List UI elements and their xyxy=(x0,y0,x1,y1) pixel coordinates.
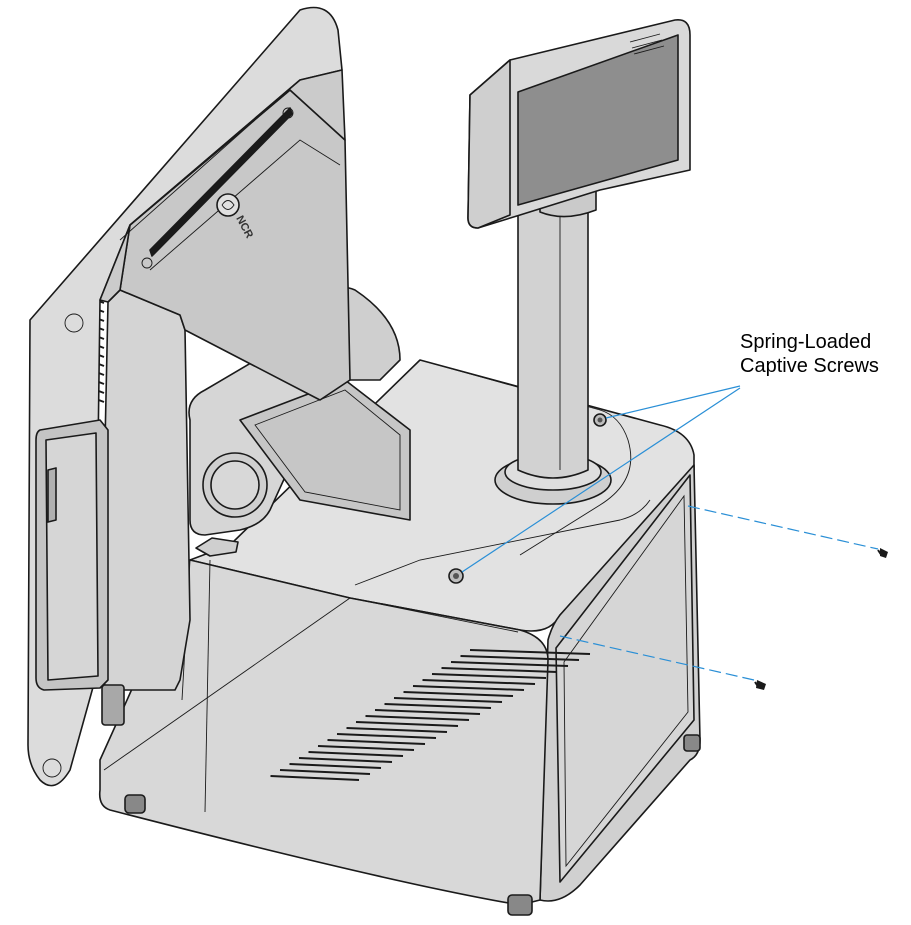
loose-screw-upper xyxy=(877,548,888,558)
vent-slot xyxy=(403,691,514,697)
foot-left xyxy=(124,794,146,814)
vent-slot xyxy=(336,733,437,739)
screw-path-upper xyxy=(687,505,879,550)
touch-monitor: NCR xyxy=(27,6,351,787)
pole-display-screen xyxy=(517,34,679,206)
vent-slot xyxy=(270,775,360,781)
callout-line-1: Spring-Loaded xyxy=(740,331,872,353)
vent-slot xyxy=(384,703,492,709)
vent-slot xyxy=(308,751,404,757)
vent-slot xyxy=(317,745,415,751)
vent-slot xyxy=(327,739,426,745)
foot-front xyxy=(507,894,533,916)
vent-slot xyxy=(355,721,459,727)
vent-slot xyxy=(346,727,448,733)
vent-slot xyxy=(365,715,470,721)
vent-slots xyxy=(270,649,591,781)
vent-slot xyxy=(469,649,591,655)
vent-slot xyxy=(393,697,503,703)
vent-slot xyxy=(450,661,569,667)
pole-display xyxy=(467,18,691,505)
vent-slot xyxy=(279,769,371,775)
foot-right xyxy=(683,734,701,752)
loose-screw-lower xyxy=(754,680,766,690)
leader-line-front-screw xyxy=(461,387,741,573)
vent-slot xyxy=(422,679,536,685)
vent-slot xyxy=(412,685,525,691)
vent-slot xyxy=(298,757,393,763)
screws xyxy=(448,413,888,690)
vent-slot xyxy=(374,709,481,715)
leader-line-rear-screw xyxy=(605,385,741,419)
leader-lines xyxy=(461,385,879,681)
vent-slot xyxy=(460,655,580,661)
vent-slot xyxy=(431,673,547,679)
callout-line-2: Captive Screws xyxy=(740,355,879,377)
vent-slot xyxy=(289,763,382,769)
screw-callout-label: Spring-Loaded Captive Screws xyxy=(740,330,879,378)
vent-slot xyxy=(441,667,558,673)
